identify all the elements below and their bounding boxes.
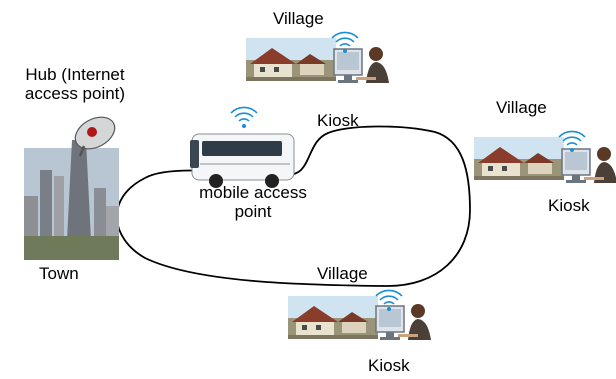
satellite-dish-icon — [74, 116, 116, 157]
village-3-label: Village — [317, 264, 368, 283]
mobile-route-loop — [115, 125, 471, 287]
kiosk-3-image — [375, 303, 432, 341]
town-label: Town — [39, 264, 79, 283]
bus-image — [190, 133, 295, 188]
town-skyline-image — [24, 140, 119, 260]
village-1-image — [246, 38, 336, 81]
kiosk-1-image — [333, 46, 390, 84]
village-2-label: Village — [496, 98, 547, 117]
hub-label: Hub (Internet access point) — [24, 65, 126, 103]
village-3-image — [288, 296, 378, 339]
village-2-image — [474, 137, 564, 180]
kiosk-2-image — [561, 146, 616, 184]
kiosk-2-label: Kiosk — [548, 196, 590, 215]
kiosk-3-label: Kiosk — [368, 356, 410, 375]
bus-signal-icon — [230, 106, 258, 129]
mobile-access-point-label: mobile access point — [199, 183, 307, 221]
kiosk-1-label: Kiosk — [317, 111, 359, 130]
village-1-label: Village — [273, 9, 324, 28]
